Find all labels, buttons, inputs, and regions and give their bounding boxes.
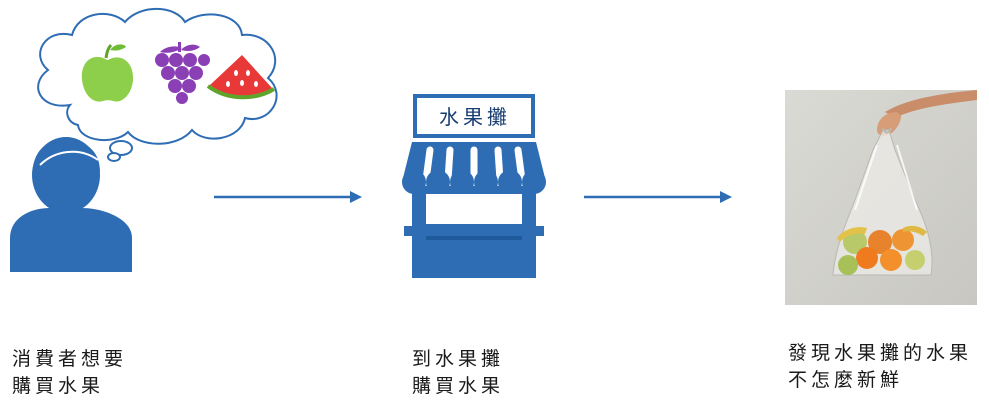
caption-consumer: 消費者想要 購買水果 (12, 348, 128, 397)
step-consumer (0, 0, 300, 290)
consumer-thinking-illustration (10, 7, 278, 272)
grapes-icon (155, 42, 210, 104)
watermelon-icon (206, 55, 276, 100)
store-icon (402, 94, 546, 278)
fruit-bag-photo (785, 90, 977, 305)
thought-bubble (37, 7, 278, 162)
apple-icon (81, 43, 134, 102)
caption-not-fresh: 發現水果攤的水果 不怎麼新鮮 (788, 342, 973, 391)
arrow-right-icon (212, 188, 367, 206)
fruit-stall-illustration: 水果攤 (400, 90, 555, 280)
arrow-right-icon (582, 188, 737, 206)
person-icon (10, 137, 132, 272)
stall-sign-text: 水果攤 (439, 105, 511, 129)
caption-fruit-stall: 到水果攤 購買水果 (412, 348, 505, 397)
